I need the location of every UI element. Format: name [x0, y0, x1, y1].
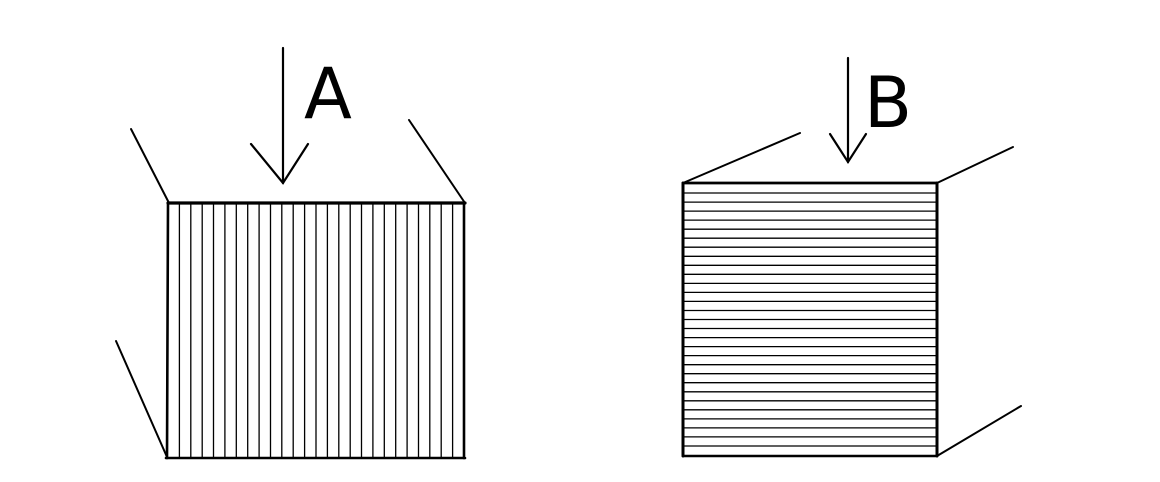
label-a: A — [304, 53, 352, 135]
block-a-stripes — [178, 204, 454, 457]
block-a-upper-left-edge — [130, 128, 170, 204]
block-b: B — [681, 56, 1022, 458]
block-b-arrow — [828, 56, 868, 165]
block-a-arrow — [249, 46, 310, 185]
block-a-lower-left-edge — [115, 340, 168, 458]
block-a: A — [115, 46, 467, 460]
block-b-upper-left-edge — [682, 132, 801, 184]
block-b-face — [681, 181, 939, 458]
block-b-stripes — [684, 192, 936, 447]
label-b: B — [864, 62, 912, 144]
block-a-arrowhead — [249, 142, 310, 185]
block-a-upper-right-edge — [408, 119, 466, 204]
block-b-upper-right-edge — [936, 146, 1014, 184]
block-b-lower-right-edge — [936, 405, 1022, 457]
block-a-face — [164, 201, 467, 460]
block-b-arrowhead — [828, 132, 868, 165]
block-a-left-edge — [165, 201, 170, 460]
